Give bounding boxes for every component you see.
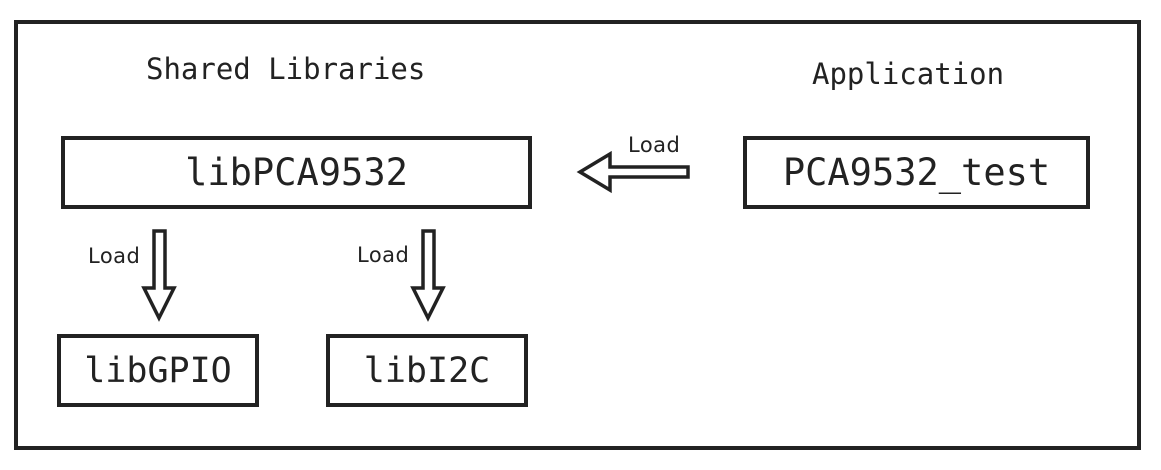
arrow-load-pca9532: [576, 150, 690, 194]
edge-label-load-i2c: Load: [357, 243, 410, 267]
node-lib-pca9532: libPCA9532: [61, 136, 532, 209]
diagram-frame: [14, 20, 1141, 450]
heading-shared-libraries: Shared Libraries: [146, 52, 426, 86]
arrow-load-gpio: [141, 229, 177, 322]
heading-application: Application: [812, 57, 1005, 91]
arrow-load-i2c: [410, 229, 446, 322]
edge-label-load-pca9532: Load: [628, 133, 681, 157]
edge-label-load-gpio: Load: [88, 244, 141, 268]
node-lib-gpio: libGPIO: [57, 334, 259, 407]
node-pca9532-test: PCA9532_test: [743, 136, 1090, 209]
node-lib-i2c: libI2C: [326, 334, 528, 407]
